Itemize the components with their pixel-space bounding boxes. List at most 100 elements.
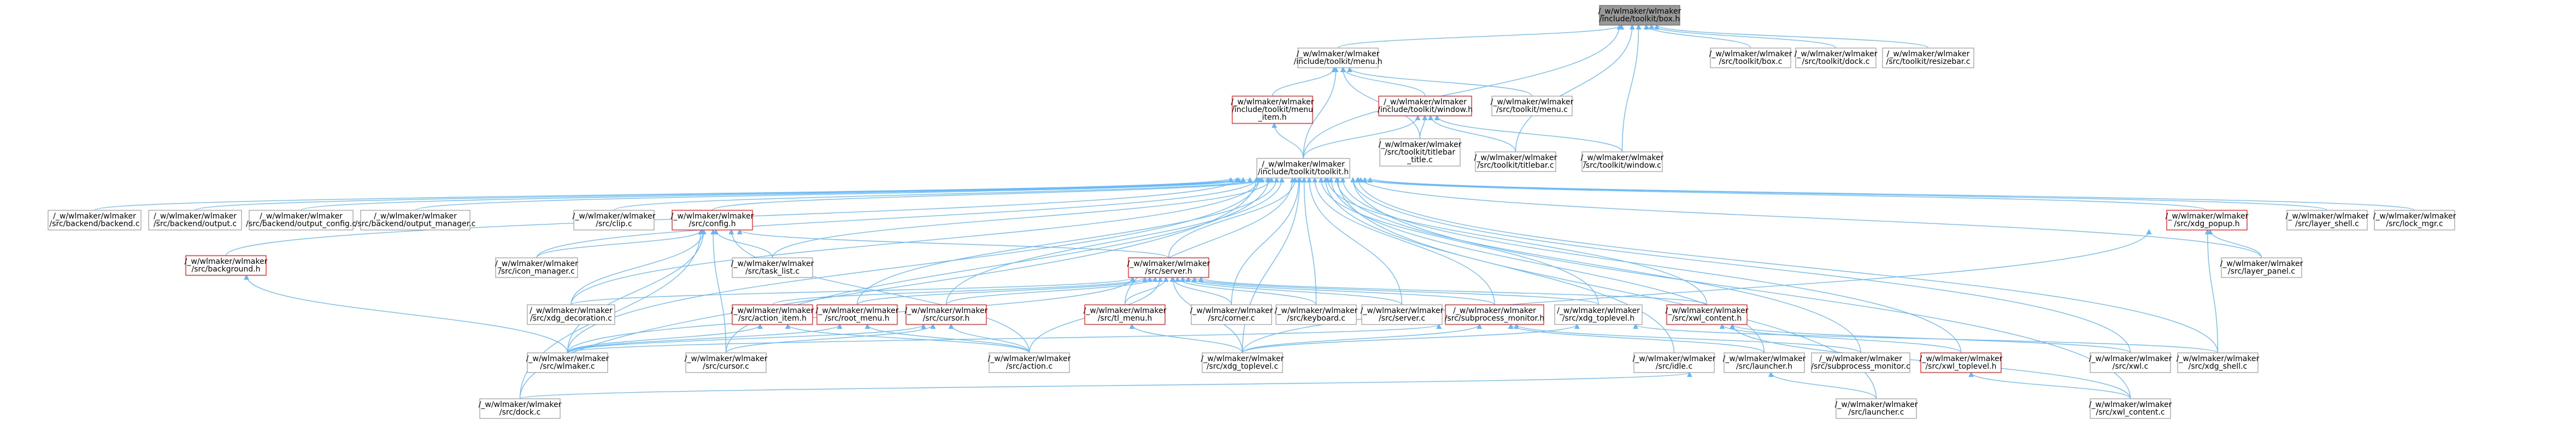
edge-resizebar-c-to-root [1657, 25, 1929, 49]
node-label-line: /_w/wlmaker/wlmaker [1581, 153, 1664, 162]
graph-node-titlebar-title-c[interactable]: /_w/wlmaker/wlmaker/src/toolkit/titlebar… [1379, 138, 1462, 167]
edge-wlmaker-c-to-background-h [246, 275, 568, 353]
edge-action-item-h-to-server-h [772, 278, 1145, 305]
graph-node-output-config-c[interactable]: /_w/wlmaker/wlmaker/src/backend/output_c… [246, 210, 356, 231]
graph-node-wlmaker-c[interactable]: /_w/wlmaker/wlmaker/src/wlmaker.c [526, 352, 609, 373]
node-label-line: /src/clip.c [596, 220, 632, 228]
graph-node-idle-c[interactable]: /_w/wlmaker/wlmaker/src/idle.c [1633, 352, 1716, 373]
graph-node-cursor-c[interactable]: /_w/wlmaker/wlmaker/src/cursor.c [685, 352, 768, 373]
node-label-line: /src/config.h [689, 220, 736, 228]
graph-node-window-h[interactable]: /_w/wlmaker/wlmaker/include/toolkit/wind… [1378, 96, 1473, 116]
graph-node-subprocess-monitor-h[interactable]: /_w/wlmaker/wlmaker/src/subprocess_monit… [1445, 304, 1545, 325]
node-label-line: /_w/wlmaker/wlmaker [495, 259, 578, 268]
node-box [989, 352, 1070, 373]
graph-node-tl-menu-h[interactable]: /_w/wlmaker/wlmaker/src/tl_menu.h [1084, 304, 1167, 325]
graph-node-dock-c[interactable]: /_w/wlmaker/wlmaker/src/toolkit/dock.c [1795, 48, 1878, 68]
node-box [905, 304, 987, 325]
node-label-line: /src/dock.c [499, 408, 540, 417]
edge-xdg-decoration-c-to-server-h [571, 278, 1133, 305]
node-box [1378, 96, 1472, 116]
edge-xdg-shell-c-to-toolkit-h [1358, 178, 2219, 353]
node-box [1445, 304, 1544, 325]
graph-node-launcher-c[interactable]: /_w/wlmaker/wlmaker/src/launcher.c [1835, 398, 1918, 419]
edge-window-h-to-menu-h [1343, 68, 1426, 97]
node-box [685, 352, 767, 373]
node-label-line: /src/keyboard.c [1287, 314, 1345, 323]
node-label-line: /_w/wlmaker/wlmaker [1819, 355, 1902, 363]
graph-node-toolkit-h[interactable]: /_w/wlmaker/wlmaker/include/toolkit/tool… [1256, 158, 1350, 179]
graph-node-xdg-decoration-c[interactable]: /_w/wlmaker/wlmaker/src/xdg_decoration.c [527, 304, 615, 325]
node-label-line: /include/toolkit/toolkit.h [1258, 168, 1349, 176]
graph-node-window-c[interactable]: /_w/wlmaker/wlmaker/src/toolkit/window.c [1581, 151, 1664, 172]
graph-node-corner-c[interactable]: /_w/wlmaker/wlmaker/src/corner.c [1190, 304, 1273, 325]
edge-xdg-toplevel-c-to-xdg-toplevel-h [1242, 324, 1577, 353]
node-box [1599, 5, 1680, 26]
graph-node-resizebar-c[interactable]: /_w/wlmaker/wlmaker/src/toolkit/resizeba… [1882, 48, 1974, 68]
node-box [1724, 352, 1805, 373]
graph-node-xdg-popup-h[interactable]: /_w/wlmaker/wlmaker/src/xdg_popup.h [2166, 210, 2249, 231]
graph-node-layer-shell-c[interactable]: /_w/wlmaker/wlmaker/src/layer_shell.c [2286, 210, 2369, 231]
graph-node-task-list-c[interactable]: /_w/wlmaker/wlmaker/src/task_list.c [731, 257, 814, 278]
graph-node-xwl-toplevel-h[interactable]: /_w/wlmaker/wlmaker/src/xwl_toplevel.h [1920, 352, 2003, 373]
edge-task-list-c-to-toolkit-h [772, 178, 1272, 258]
graph-node-xdg-toplevel-c[interactable]: /_w/wlmaker/wlmaker/src/xdg_toplevel.c [1201, 352, 1284, 373]
graph-node-output-manager-c[interactable]: /_w/wlmaker/wlmaker/src/backend/output_m… [355, 210, 476, 231]
node-label-line: /_w/wlmaker/wlmaker [1275, 306, 1358, 315]
edge-xwl-content-c-to-xwl-toplevel-h [1971, 373, 2131, 399]
graph-node-server-c[interactable]: /_w/wlmaker/wlmaker/src/server.c [1361, 304, 1444, 325]
node-box [1128, 257, 1209, 278]
edge-xdg-decoration-c-to-config-h [571, 230, 704, 305]
graph-node-subprocess-monitor-c[interactable]: /_w/wlmaker/wlmaker/src/subprocess_monit… [1811, 352, 1910, 373]
graph-node-menu-item-h[interactable]: /_w/wlmaker/wlmaker/include/toolkit/menu… [1231, 96, 1314, 124]
graph-node-cursor-h[interactable]: /_w/wlmaker/wlmaker/src/cursor.h [905, 304, 988, 325]
graph-node-action-c[interactable]: /_w/wlmaker/wlmaker/src/action.c [988, 352, 1071, 373]
node-label-line: /src/corner.c [1208, 314, 1255, 323]
node-label-line: /src/task_list.c [745, 267, 799, 276]
graph-node-xdg-shell-c[interactable]: /_w/wlmaker/wlmaker/src/xdg_shell.c [2177, 352, 2260, 373]
graph-node-titlebar-c[interactable]: /_w/wlmaker/wlmaker/src/toolkit/titlebar… [1474, 151, 1557, 172]
graph-node-menu-h[interactable]: /_w/wlmaker/wlmaker/include/toolkit/menu… [1293, 48, 1383, 68]
edge-wlmaker-c-to-subprocess-monitor-h [567, 324, 1439, 353]
graph-node-root-menu-h[interactable]: /_w/wlmaker/wlmaker/src/root_menu.h [816, 304, 899, 325]
graph-node-xwl-c[interactable]: /_w/wlmaker/wlmaker/src/xwl.c [2089, 352, 2172, 373]
graph-node-icon-manager-c[interactable]: /_w/wlmaker/wlmaker/src/icon_manager.c [495, 257, 578, 278]
graph-node-backend-output-c[interactable]: /_w/wlmaker/wlmaker/src/backend/output.c [148, 210, 242, 231]
graph-node-config-h[interactable]: /_w/wlmaker/wlmaker/src/config.h [671, 210, 754, 231]
graph-node-action-item-h[interactable]: /_w/wlmaker/wlmaker/src/action_item.h [731, 304, 814, 325]
node-label-line: /_w/wlmaker/wlmaker [185, 257, 268, 266]
node-label-line: /_w/wlmaker/wlmaker [1723, 355, 1806, 363]
node-box [1666, 304, 1748, 325]
node-label-line: /_w/wlmaker/wlmaker [1453, 306, 1536, 315]
edge-wlmaker-c-to-cursor-h [567, 324, 924, 353]
graph-node-dock-src-c[interactable]: /_w/wlmaker/wlmaker/src/dock.c [479, 398, 562, 419]
graph-node-xwl-content-c[interactable]: /_w/wlmaker/wlmaker/src/xwl_content.c [2089, 398, 2172, 419]
edge-xdg-decoration-c-to-toolkit-h [571, 178, 1260, 305]
graph-node-server-h[interactable]: /_w/wlmaker/wlmaker/src/server.h [1127, 257, 1210, 278]
node-label-line: _item.h [1258, 113, 1287, 122]
graph-node-backend-c[interactable]: /_w/wlmaker/wlmaker/src/backend/backend.… [48, 210, 142, 231]
graph-node-launcher-h[interactable]: /_w/wlmaker/wlmaker/src/launcher.h [1723, 352, 1806, 373]
graph-node-xwl-content-h[interactable]: /_w/wlmaker/wlmaker/src/xwl_content.h [1666, 304, 1749, 325]
edge-clip-c-to-toolkit-h [613, 178, 1262, 211]
graph-node-clip-c[interactable]: /_w/wlmaker/wlmaker/src/clip.c [573, 210, 656, 231]
graph-node-background-h[interactable]: /_w/wlmaker/wlmaker/src/background.h [185, 255, 268, 276]
graph-node-layer-panel-c[interactable]: /_w/wlmaker/wlmaker/src/layer_panel.c [2220, 257, 2303, 278]
graph-node-menu-c[interactable]: /_w/wlmaker/wlmaker/src/toolkit/menu.c [1491, 96, 1574, 116]
graph-node-lock-mgr-c[interactable]: /_w/wlmaker/wlmaker/src/lock_mgr.c [2373, 210, 2456, 231]
graph-node-keyboard-c[interactable]: /_w/wlmaker/wlmaker/src/keyboard.c [1275, 304, 1358, 325]
edge-xwl-toplevel-h-to-toolkit-h [1343, 178, 1962, 353]
edge-launcher-h-to-toolkit-h [1331, 178, 1765, 353]
edge-window-c-to-root [1621, 25, 1639, 152]
node-label-line: /src/xwl_content.h [1672, 314, 1742, 323]
edge-toolkit-h-to-menu-item-h [1274, 123, 1304, 159]
node-label-line: /_w/wlmaker/wlmaker [1920, 355, 2003, 363]
node-label-line: /src/toolkit/box.c [1719, 57, 1782, 66]
edge-action-c-to-action-item-h [788, 324, 1030, 353]
graph-node-xdg-toplevel-h[interactable]: /_w/wlmaker/wlmaker/src/xdg_toplevel.h [1554, 304, 1643, 325]
edge-xwl-content-h-to-toolkit-h [1327, 178, 1708, 305]
node-box [1191, 304, 1272, 325]
edge-titlebar-c-to-window-h [1431, 116, 1516, 152]
node-box [495, 257, 578, 278]
graph-node-box-c[interactable]: /_w/wlmaker/wlmaker/src/toolkit/box.c [1709, 48, 1792, 68]
